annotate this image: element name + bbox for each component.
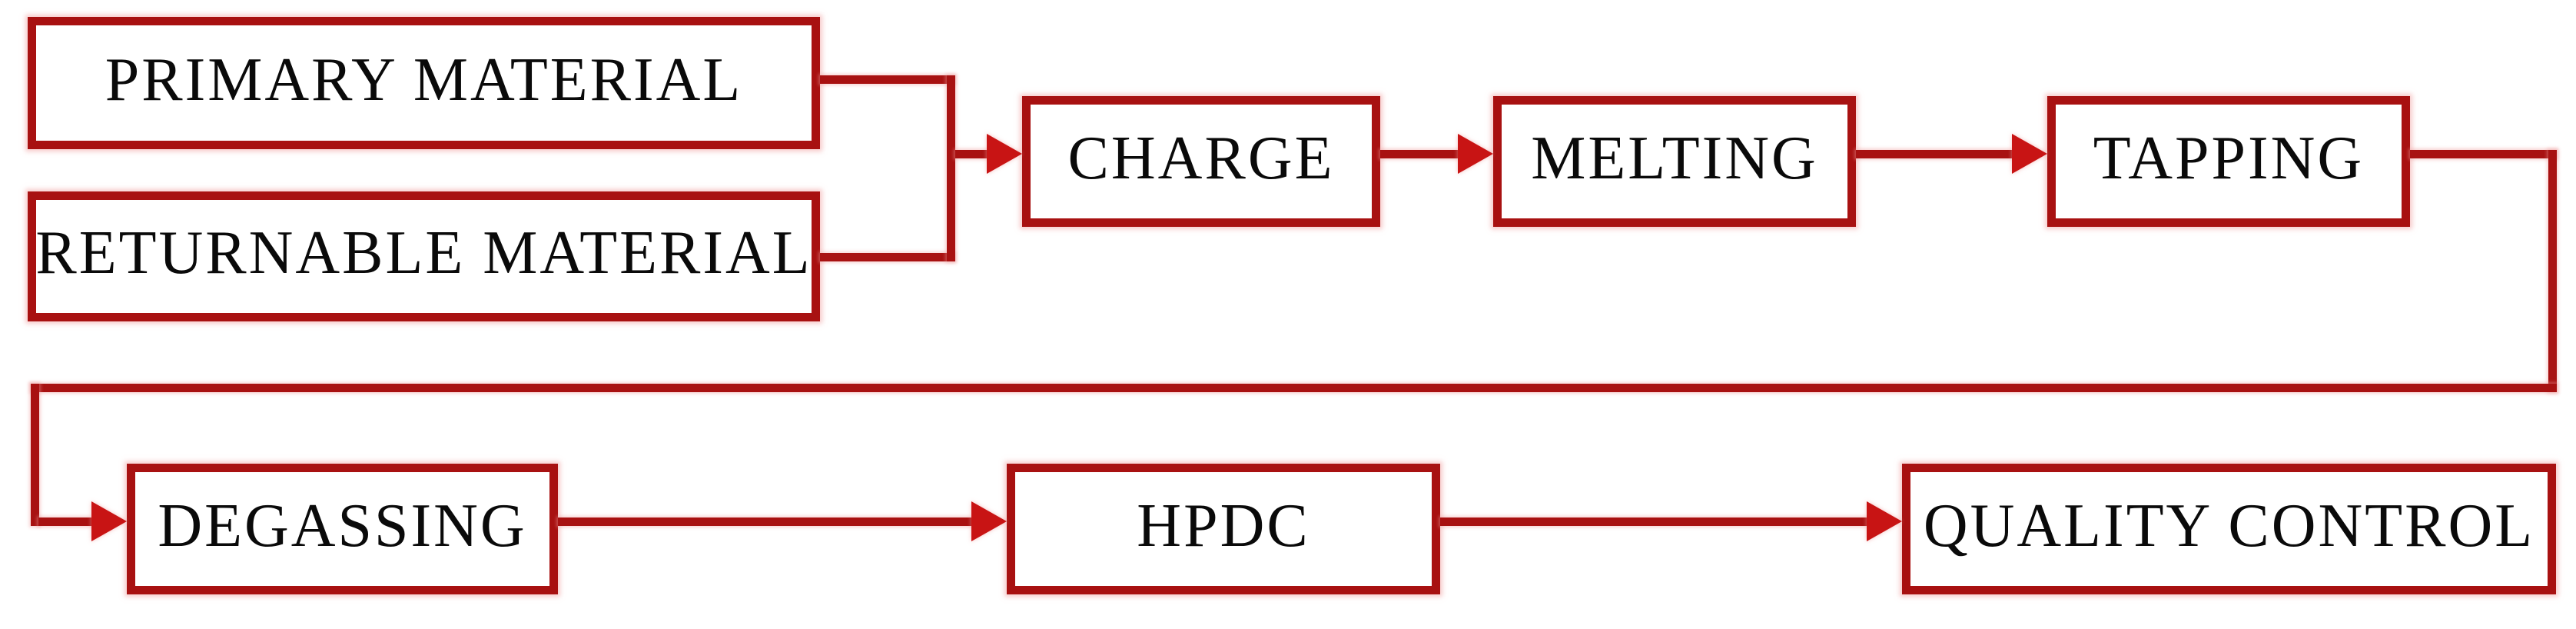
arrowhead-into-melting xyxy=(1458,134,1493,174)
arrowhead-into-hpdc xyxy=(971,501,1007,541)
connector-merge-vertical xyxy=(947,75,955,261)
arrowhead-into-degassing xyxy=(91,501,127,541)
connector-charge-to-melting xyxy=(1380,150,1459,158)
connector-hpdc-to-quality xyxy=(1440,518,1867,526)
node-degassing: DEGASSING xyxy=(127,464,558,594)
node-tapping-label: TAPPING xyxy=(2093,124,2365,192)
connector-into-degassing xyxy=(38,518,92,526)
node-hpdc-label: HPDC xyxy=(1137,491,1310,560)
node-returnable-material: RETURNABLE MATERIAL xyxy=(28,191,820,321)
node-degassing-label: DEGASSING xyxy=(158,491,527,560)
connector-primary-stub xyxy=(820,75,954,84)
connector-merge-to-charge xyxy=(955,150,990,158)
node-primary-material-label: PRIMARY MATERIAL xyxy=(105,45,743,114)
node-melting-label: MELTING xyxy=(1531,124,1818,192)
node-returnable-material-label: RETURNABLE MATERIAL xyxy=(35,219,812,287)
node-quality-control: QUALITY CONTROL xyxy=(1902,464,2556,594)
node-charge-label: CHARGE xyxy=(1067,124,1335,192)
arrowhead-into-charge xyxy=(987,134,1022,174)
connector-melting-to-tapping xyxy=(1856,150,2013,158)
node-melting: MELTING xyxy=(1493,96,1856,227)
arrowhead-into-quality-control xyxy=(1867,501,1902,541)
arrowhead-into-tapping xyxy=(2012,134,2047,174)
connector-right-vertical xyxy=(2548,150,2557,392)
connector-return-horizontal xyxy=(31,384,2557,392)
node-tapping: TAPPING xyxy=(2047,96,2410,227)
node-primary-material: PRIMARY MATERIAL xyxy=(28,17,820,149)
connector-returnable-stub xyxy=(820,253,954,261)
node-charge: CHARGE xyxy=(1022,96,1380,227)
node-quality-control-label: QUALITY CONTROL xyxy=(1923,491,2535,560)
connector-tapping-east xyxy=(2410,150,2557,158)
node-hpdc: HPDC xyxy=(1007,464,1440,594)
connector-left-vertical xyxy=(31,384,39,526)
connector-degassing-to-hpdc xyxy=(558,518,972,526)
